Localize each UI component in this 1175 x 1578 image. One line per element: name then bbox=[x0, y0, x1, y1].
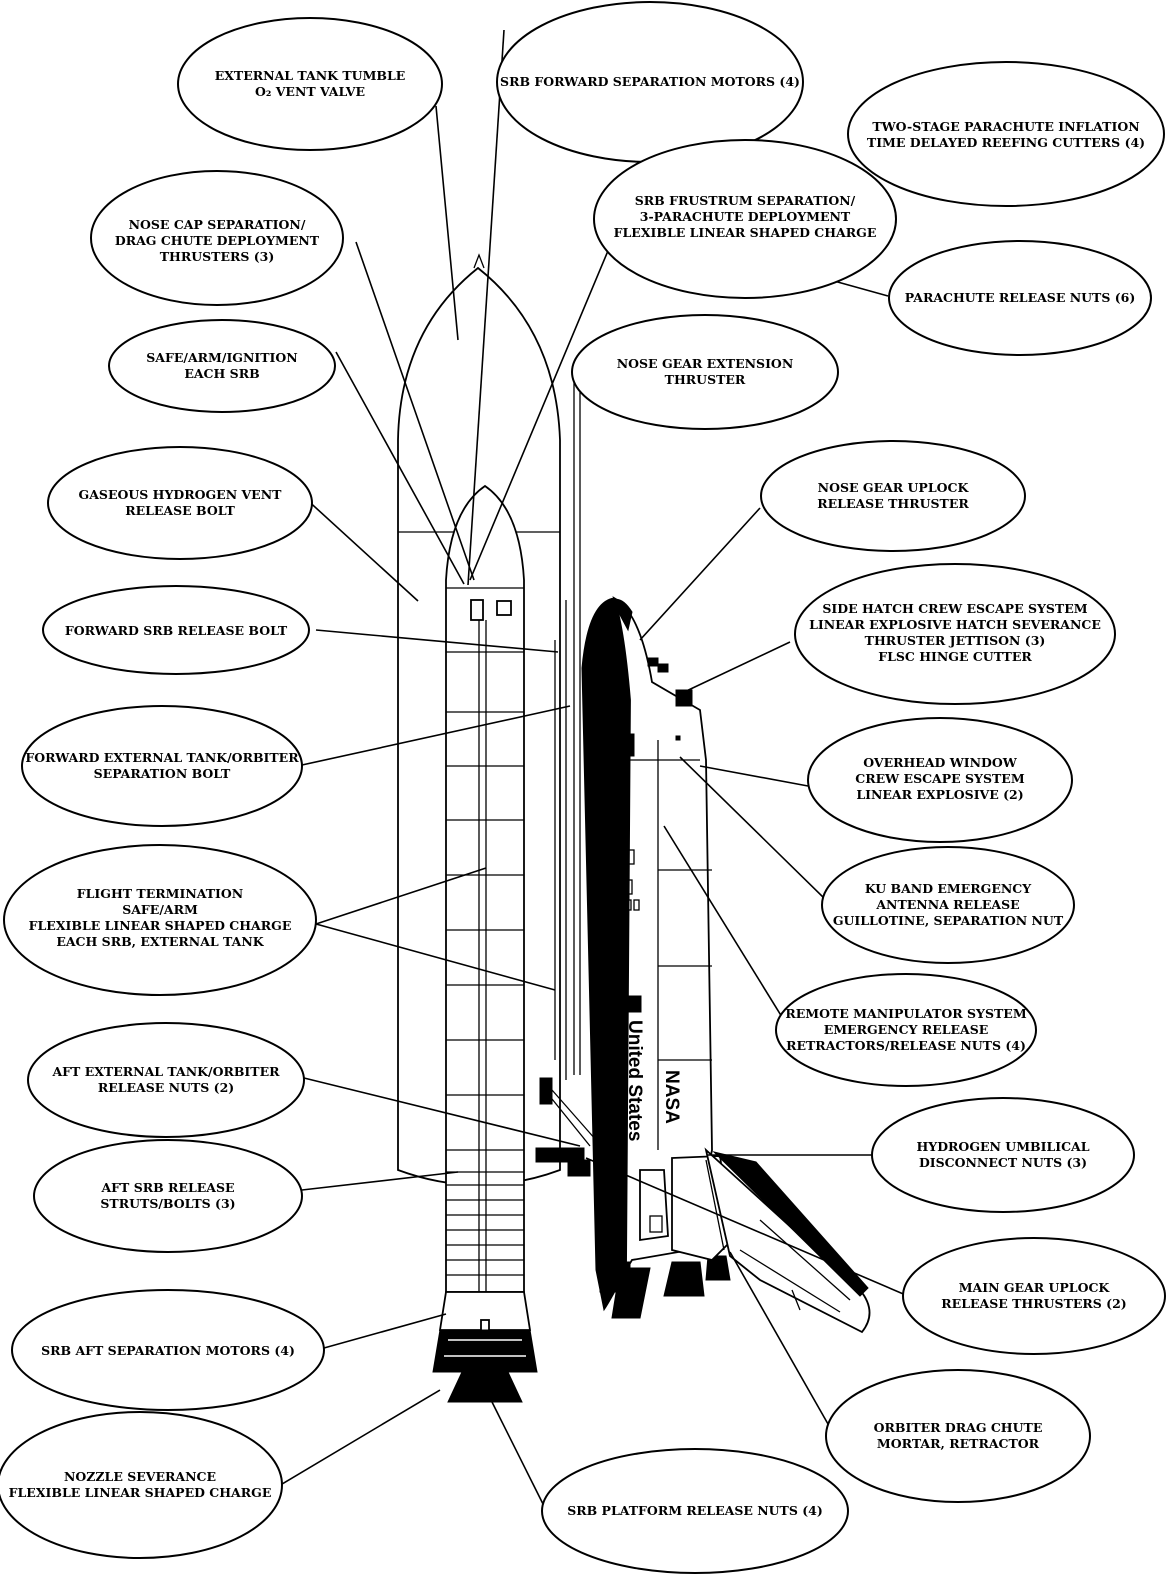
svg-text:FORWARD SRB RELEASE BOLT: FORWARD SRB RELEASE BOLT bbox=[65, 623, 288, 638]
svg-text:SRB PLATFORM RELEASE NUTS (4): SRB PLATFORM RELEASE NUTS (4) bbox=[567, 1503, 823, 1518]
callout-nose-cap-separation: NOSE CAP SEPARATION/DRAG CHUTE DEPLOYMEN… bbox=[90, 170, 344, 306]
callout-srb-forward-separation-motors: SRB FORWARD SEPARATION MOTORS (4) bbox=[496, 1, 804, 163]
orbiter: United States NASA bbox=[581, 596, 871, 1334]
callout-srb-frustum-separation: SRB FRUSTRUM SEPARATION/3-PARACHUTE DEPL… bbox=[593, 139, 897, 299]
aft-attach-struts bbox=[535, 1077, 597, 1177]
orbiter-agency-decal: NASA bbox=[661, 1070, 682, 1124]
callout-parachute-release-nuts: PARACHUTE RELEASE NUTS (6) bbox=[888, 240, 1152, 356]
svg-text:PARACHUTE RELEASE NUTS (6): PARACHUTE RELEASE NUTS (6) bbox=[905, 290, 1136, 305]
solid-rocket-booster bbox=[432, 484, 538, 1403]
shuttle-stack-illustration: United States NASA bbox=[397, 253, 871, 1403]
callout-srb-aft-separation-motors: SRB AFT SEPARATION MOTORS (4) bbox=[11, 1289, 325, 1411]
orbiter-name-decal: United States bbox=[624, 1020, 645, 1141]
svg-text:SRB FORWARD SEPARATION MOTORS: SRB FORWARD SEPARATION MOTORS (4) bbox=[500, 74, 800, 89]
callout-srb-platform-release-nuts: SRB PLATFORM RELEASE NUTS (4) bbox=[541, 1448, 849, 1574]
svg-text:NOSE CAP SEPARATION/DRAG CHUTE: NOSE CAP SEPARATION/DRAG CHUTE DEPLOYMEN… bbox=[115, 217, 320, 264]
callout-forward-srb-release-bolt: FORWARD SRB RELEASE BOLT bbox=[42, 585, 310, 675]
svg-text:SRB FRUSTRUM SEPARATION/3-PARA: SRB FRUSTRUM SEPARATION/3-PARACHUTE DEPL… bbox=[614, 193, 877, 240]
srb-segment-bands bbox=[446, 587, 524, 1293]
svg-text:SRB AFT SEPARATION MOTORS (4): SRB AFT SEPARATION MOTORS (4) bbox=[41, 1343, 295, 1358]
leader-lines bbox=[281, 29, 909, 1507]
